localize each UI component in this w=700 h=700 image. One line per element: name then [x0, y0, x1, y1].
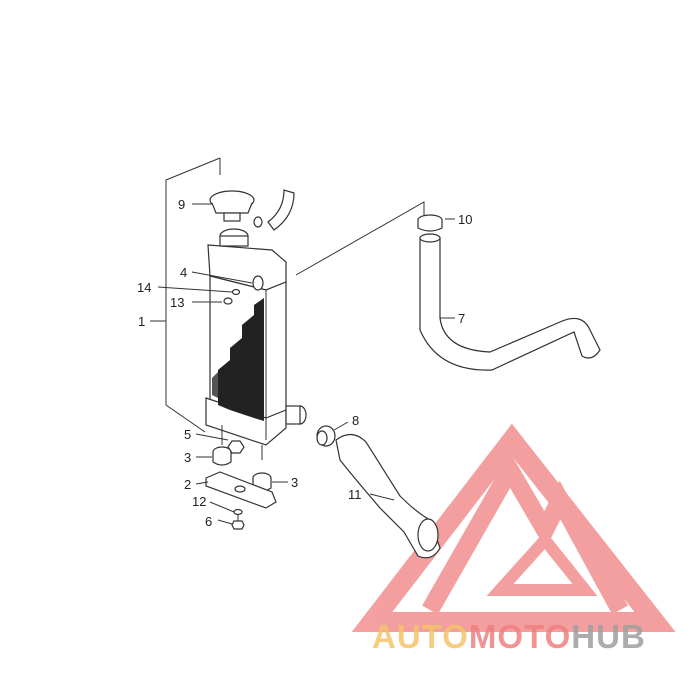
screw-13 — [223, 297, 233, 305]
bolt-6 — [231, 515, 245, 530]
frame-line-3 — [295, 201, 425, 276]
bracket-hole — [234, 485, 246, 493]
lower-hose — [335, 433, 441, 559]
leader-11 — [369, 493, 395, 501]
leader-5 — [195, 433, 229, 441]
leader-12 — [209, 501, 235, 513]
callout-13: 13 — [170, 295, 184, 310]
hose-clamp-10 — [417, 214, 443, 232]
radiator — [205, 228, 307, 460]
callout-12: 12 — [192, 494, 206, 509]
frame-line-1 — [165, 157, 221, 433]
callout-6: 6 — [205, 514, 212, 529]
leader-4 — [191, 271, 253, 284]
hose-clamp-8 — [316, 425, 336, 447]
upper-hose — [419, 237, 601, 371]
lower-hose-end — [417, 518, 439, 552]
watermark-text: AUTOMOTOHUB — [372, 618, 646, 655]
watermark-text-hub: HUB — [571, 618, 646, 655]
overflow-clamp — [253, 216, 263, 228]
callout-4: 4 — [180, 265, 187, 280]
callout-10: 10 — [458, 212, 472, 227]
watermark-text-moto: MOTO — [469, 618, 571, 655]
outlet-pipe-body — [285, 405, 301, 425]
callout-11: 11 — [348, 487, 362, 502]
leader-6 — [217, 519, 233, 525]
grommet-left — [212, 446, 232, 466]
cap-stem — [223, 212, 241, 222]
callout-5: 5 — [184, 427, 191, 442]
watermark-m-icon — [422, 452, 628, 615]
watermark-inner-triangle-icon — [486, 530, 598, 596]
radiator-fins — [212, 298, 264, 421]
cap-skirt — [211, 202, 253, 214]
watermark-logo — [351, 423, 676, 632]
nut-5 — [227, 440, 245, 454]
callout-1: 1 — [138, 314, 145, 329]
callout-7: 7 — [458, 311, 465, 326]
callout-3-left: 3 — [184, 450, 191, 465]
callout-2: 2 — [184, 477, 191, 492]
washer-14 — [231, 288, 241, 296]
overflow-hose — [267, 189, 295, 231]
upper-hose-end — [419, 233, 441, 243]
fitting-4 — [252, 275, 264, 291]
leader-2 — [195, 481, 209, 485]
leader-8 — [333, 421, 349, 431]
filler-neck-body — [219, 235, 249, 247]
callout-8: 8 — [352, 413, 359, 428]
callout-9: 9 — [178, 197, 185, 212]
watermark-text-auto: AUTO — [372, 618, 469, 655]
radiator-cap — [209, 190, 255, 222]
callout-14: 14 — [137, 280, 151, 295]
leader-14 — [157, 286, 233, 293]
washer-12 — [233, 508, 243, 516]
callout-3-right: 3 — [291, 475, 298, 490]
